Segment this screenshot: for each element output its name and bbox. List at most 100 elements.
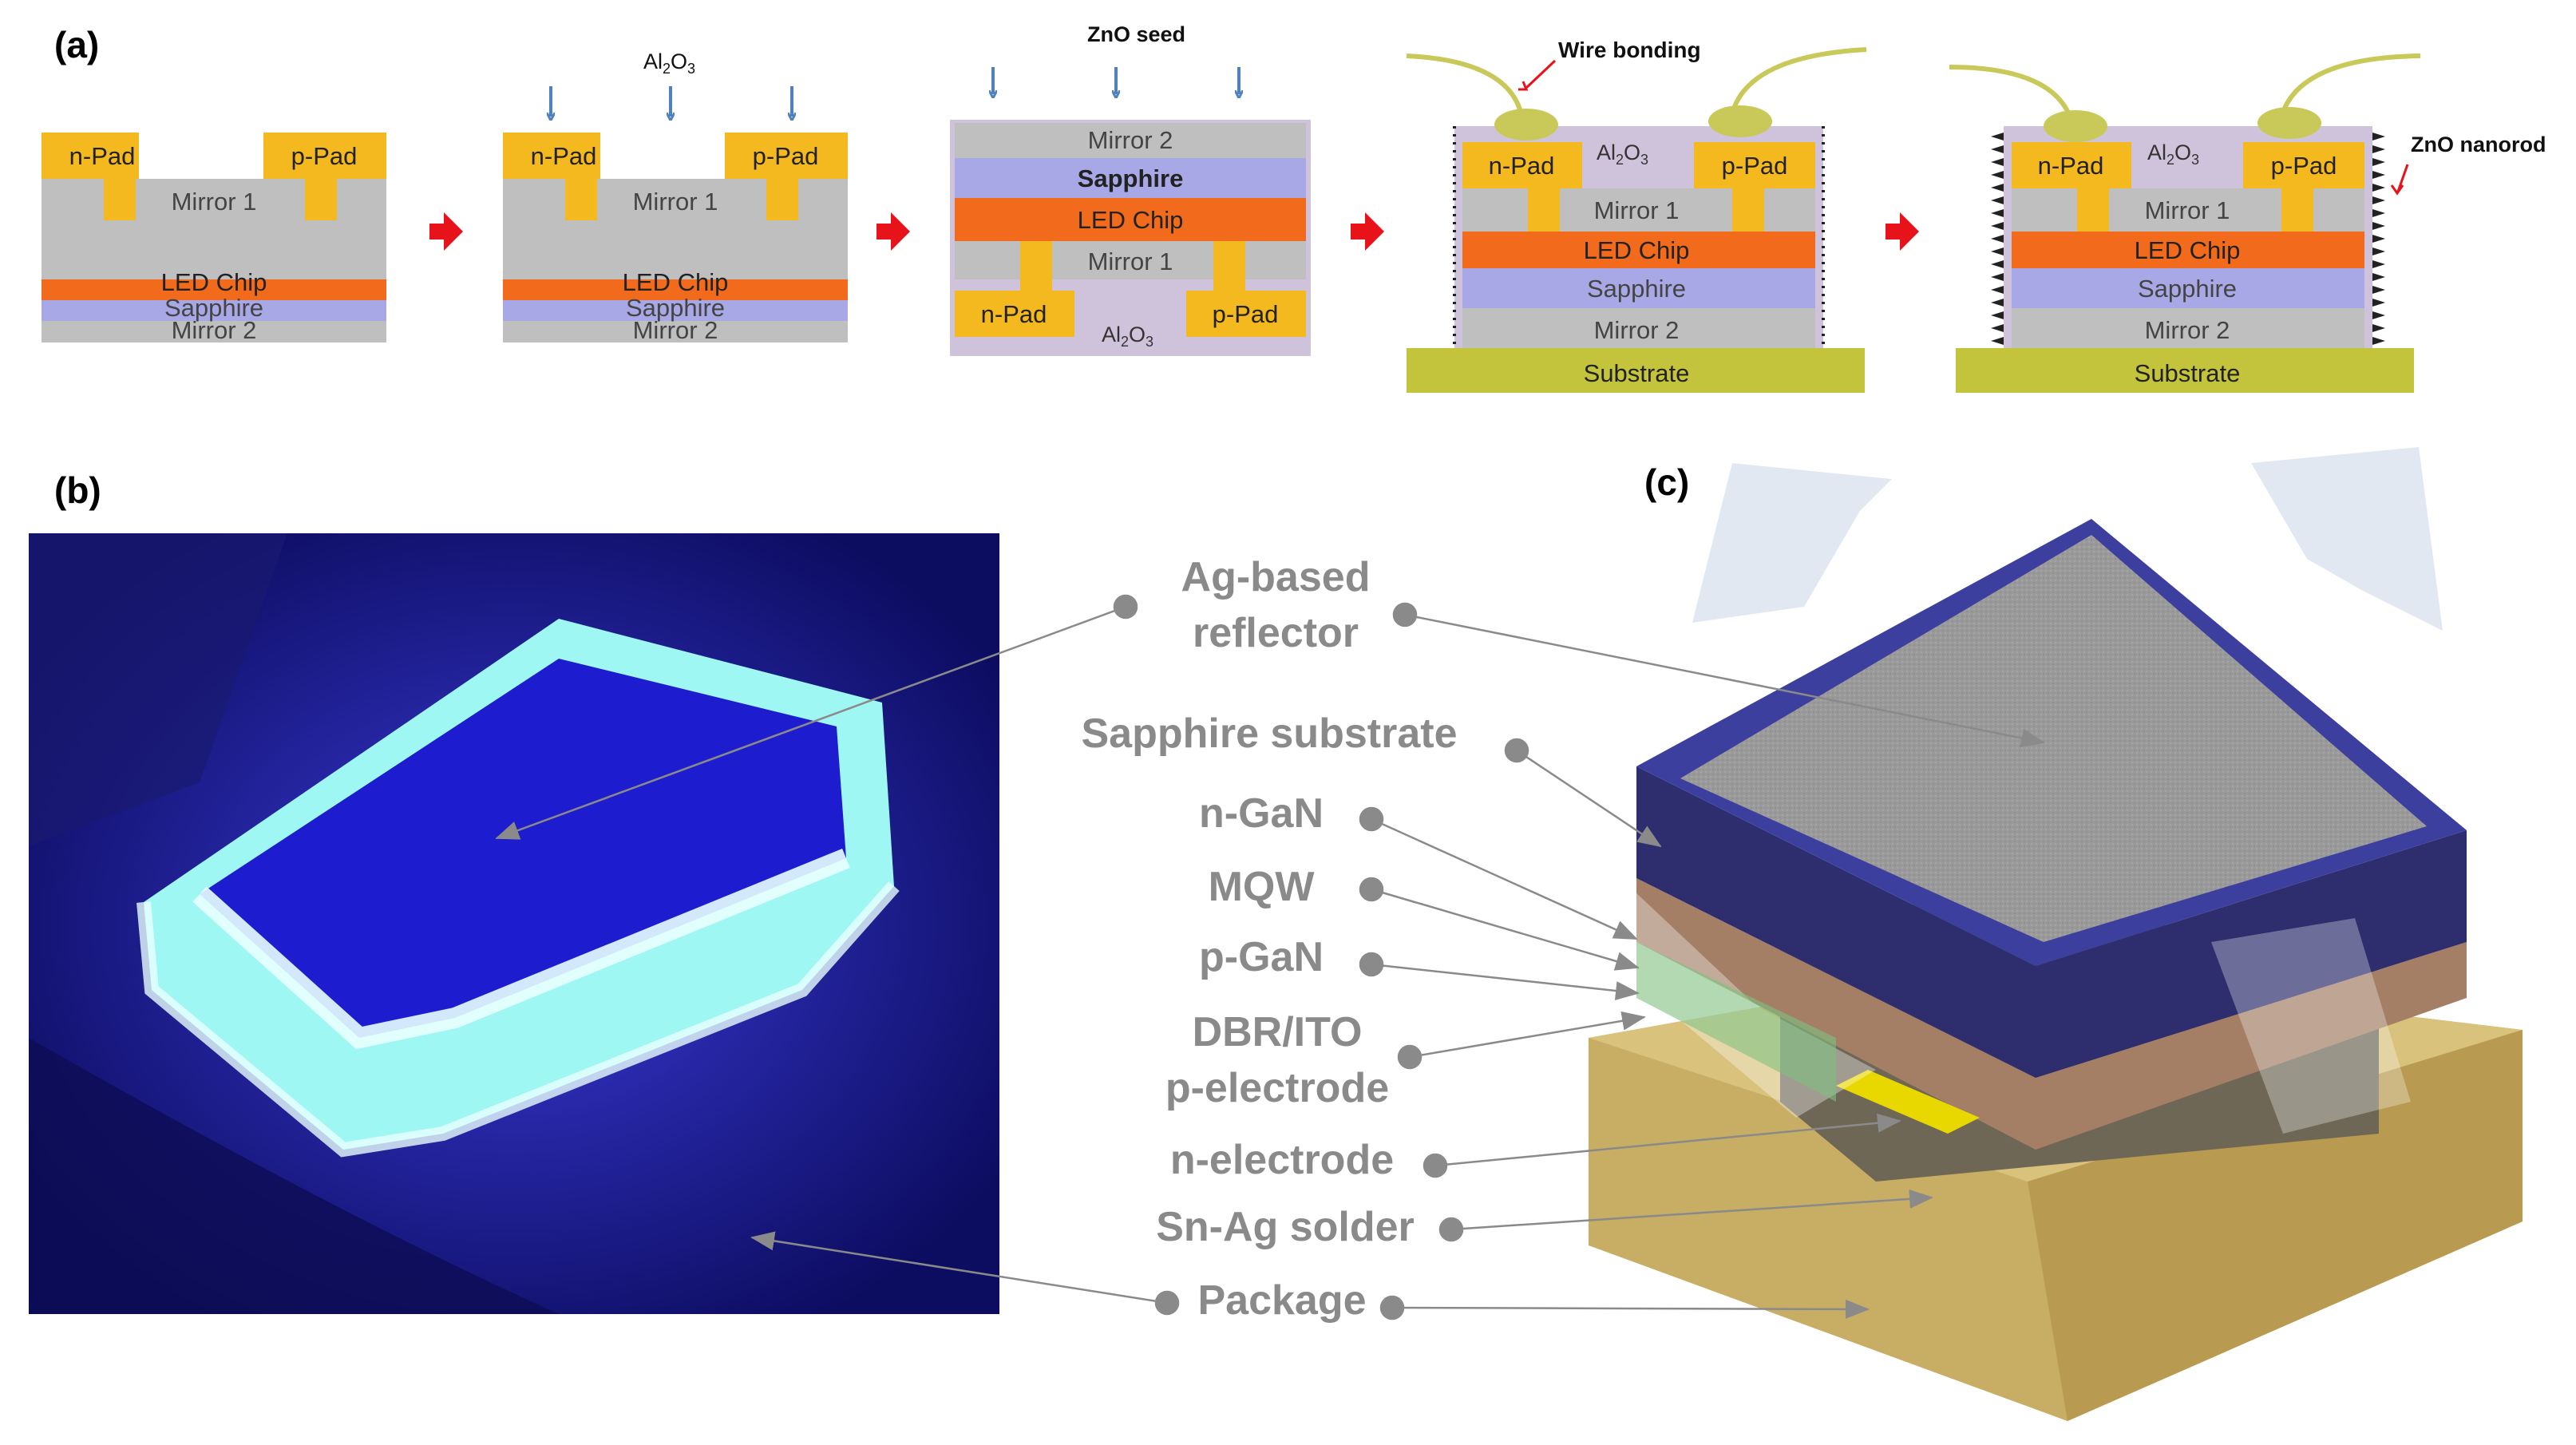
mirror1-label: Mirror 1: [633, 188, 718, 216]
zno-nanorod: [2372, 324, 2385, 332]
p-pad-label: p-Pad: [1213, 300, 1279, 328]
process-stage-4: Wire bonding n-Pad p-Pad Al2O3 Mirror 1 …: [1406, 38, 1867, 393]
led-photo: [29, 533, 999, 1314]
callout-package: Package: [1197, 1277, 1366, 1324]
substrate-layer: [1407, 348, 1865, 393]
bond-ball: [1708, 105, 1772, 137]
zno-nanorod: [2372, 247, 2385, 255]
zno-nanorods: [2372, 133, 2385, 345]
light-emission-arrow: [1692, 463, 1892, 623]
mirror2-label: Mirror 2: [633, 316, 718, 344]
zno-nanorod: [2372, 145, 2385, 153]
leader-sn-ag-solder: [1450, 1189, 1933, 1231]
led-3d-model: [1589, 447, 2523, 1421]
zno-nanorod: [2372, 273, 2385, 281]
process-stage-1: n-Pad p-Pad Mirror 1 LED Chip Sapphire M…: [42, 133, 386, 344]
zno-nanorod: [2372, 196, 2385, 204]
process-arrow-3: [1351, 212, 1384, 251]
substrate-layer: [1956, 348, 2414, 393]
leader-ag-reflector-model: [1404, 613, 2045, 748]
led-chip-label: LED Chip: [2135, 236, 2241, 264]
led-top-face: [200, 659, 846, 1038]
led-chip-label: LED Chip: [623, 268, 729, 296]
n-pad-label: n-Pad: [981, 300, 1047, 328]
al2o3-label: Al2O3: [2147, 141, 2199, 168]
zno-nanorod: [2372, 337, 2385, 345]
mirror2-label: Mirror 2: [2145, 316, 2230, 344]
leader-package-photo: [750, 1231, 1168, 1304]
zno-nanorod-label: ZnO nanorod: [2411, 133, 2546, 156]
zno-nanorod: [2372, 133, 2385, 141]
zno-nanorod: [1991, 235, 2004, 243]
callout-ag-reflector-line2: reflector: [1193, 610, 1359, 656]
n-pad-label: n-Pad: [1489, 152, 1555, 180]
al2o3-label: Al2O3: [1102, 323, 1153, 350]
callout-p-gan: p-GaN: [1199, 934, 1324, 980]
mirror2-layer: [42, 321, 386, 342]
sapphire-substrate: [1636, 766, 2467, 1078]
leader-n-gan: [1371, 818, 1638, 940]
zno-nanorod: [2372, 260, 2385, 268]
sapphire-label: Sapphire: [1587, 275, 1686, 303]
callout-sn-ag-solder: Sn-Ag solder: [1156, 1204, 1415, 1250]
zno-nanorod: [2372, 299, 2385, 307]
bond-ball: [2044, 110, 2107, 142]
callout-n-gan: n-GaN: [1199, 790, 1324, 837]
zno-nanorod: [1991, 260, 2004, 268]
n-pad-label: n-Pad: [531, 142, 597, 170]
panel-label-b: (b): [54, 469, 101, 511]
bond-wire: [2279, 53, 2421, 117]
mirror1-label: Mirror 1: [1594, 196, 1680, 224]
zno-nanorod: [2372, 235, 2385, 243]
zno-nanorod: [1991, 196, 2004, 204]
sapphire-label: Sapphire: [1078, 164, 1184, 192]
p-pad-label: p-Pad: [753, 142, 819, 170]
leader-p-gan: [1371, 963, 1640, 1000]
bond-ball: [2257, 107, 2321, 139]
panel-label-c: (c): [1644, 461, 1689, 503]
callouts: Ag-based reflector Sapphire substrate n-…: [1081, 554, 1457, 1324]
zno-nanorod: [1991, 299, 2004, 307]
mirror1-label: Mirror 1: [172, 188, 257, 216]
process-arrow-2: [876, 212, 910, 251]
zno-seed-label: ZnO seed: [1087, 22, 1185, 46]
zno-nanorod-pointer: [2396, 164, 2409, 192]
light-emission-arrow: [2251, 447, 2443, 631]
callout-leaders: [495, 594, 2045, 1320]
zno-nanorod: [1991, 209, 2004, 217]
al2o3-deposition-label: Al2O3: [643, 49, 695, 77]
callout-ag-reflector-line1: Ag-based: [1181, 554, 1371, 600]
zno-nanorod: [1991, 171, 2004, 179]
n-pad-label: n-Pad: [2038, 152, 2104, 180]
mirror2-label: Mirror 2: [172, 316, 257, 344]
zno-nanorod: [2372, 222, 2385, 230]
zno-nanorods: [1991, 133, 2004, 345]
zno-nanorod: [2372, 311, 2385, 319]
zno-nanorod: [1991, 311, 2004, 319]
sapphire-layer: [42, 300, 386, 321]
zno-nanorod: [2372, 184, 2385, 192]
led-chip-label: LED Chip: [1078, 206, 1184, 234]
wire-bonding-label: Wire bonding: [1558, 38, 1701, 62]
sapphire-label: Sapphire: [2138, 275, 2237, 303]
leader-sapphire: [1516, 749, 1662, 848]
zno-nanorod: [1991, 247, 2004, 255]
n-pad: [42, 133, 139, 179]
process-arrow-1: [429, 212, 463, 251]
callout-mqw: MQW: [1209, 864, 1316, 910]
zno-nanorod: [2372, 286, 2385, 294]
zno-nanorod: [1991, 337, 2004, 345]
sapphire-label: Sapphire: [626, 294, 725, 322]
leader-mqw: [1371, 888, 1640, 971]
p-pad-label: p-Pad: [2271, 152, 2337, 180]
substrate-label: Substrate: [1584, 359, 1690, 387]
zno-nanorod: [1991, 158, 2004, 166]
bond-wire: [1406, 53, 1524, 116]
leader-package-model: [1391, 1299, 1870, 1319]
zno-nanorod: [2372, 209, 2385, 217]
process-stage-5: ZnO nanorod n-Pad p-Pad Al2O3 Mirror 1 L…: [1949, 53, 2546, 393]
mirror2-label: Mirror 2: [1594, 316, 1680, 344]
mirror1-label: Mirror 1: [1088, 247, 1173, 275]
zno-nanorod: [1991, 324, 2004, 332]
